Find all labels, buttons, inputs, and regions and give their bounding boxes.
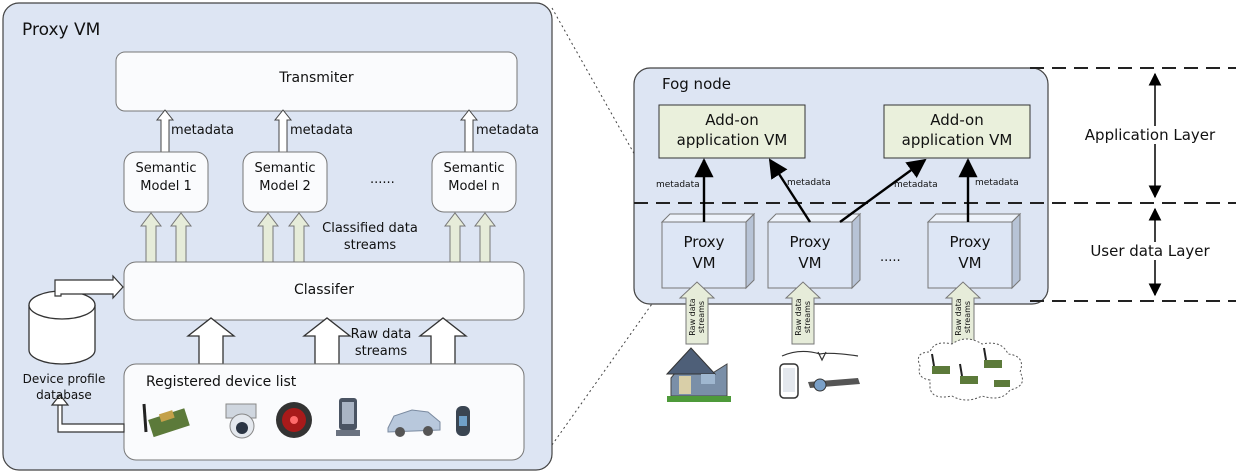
fog-raw-n-line1: Raw data — [954, 298, 963, 336]
metadata-label-2: metadata — [290, 123, 354, 138]
fog-raw-1-line2: streams — [697, 300, 706, 334]
addon-vm-box-2 — [883, 104, 1031, 159]
db-to-classifier-arrow — [54, 274, 124, 300]
robot-eye-icon — [276, 402, 312, 438]
sensor-board-icon — [142, 403, 190, 438]
semantic-model-n: Semantic Model n — [432, 160, 516, 196]
classified-line1: Classified data — [322, 221, 418, 236]
fog-raw-label-n: Raw data streams — [954, 287, 972, 347]
device-profile-db-label: Device profile database — [14, 371, 114, 403]
fog-node-title: Fog node — [662, 75, 731, 93]
addon-vm-2-line1: Add-on — [930, 111, 984, 129]
proxy-vm-cube-1 — [660, 212, 756, 290]
raw-line1: Raw data — [350, 327, 412, 342]
user-data-layer-label: User data Layer — [1074, 242, 1226, 260]
addon-vm-1-line2: application VM — [676, 131, 788, 149]
semantic-model-box-2 — [242, 151, 328, 213]
classified-line2: streams — [343, 238, 397, 253]
raw-stream-arrows — [186, 317, 468, 365]
classified-stream-arrows — [139, 212, 497, 263]
wristband-icon — [456, 406, 470, 436]
sensor-cloud-icon — [917, 338, 1023, 401]
fog-proxy-1-line1: Proxy — [683, 233, 725, 251]
addon-vm-box-1 — [658, 104, 806, 159]
addon-vm-2: Add-on application VM — [884, 110, 1030, 150]
database-cylinder — [28, 290, 96, 365]
layer-dashed-lines — [634, 67, 1236, 302]
semantic-model-box-1 — [123, 151, 209, 213]
semantic-model-2: Semantic Model 2 — [243, 160, 327, 196]
fog-proxy-2-line1: Proxy — [789, 233, 831, 251]
semantic-model-2-line2: Model 2 — [259, 179, 311, 194]
smart-glasses-icon — [779, 350, 860, 399]
db-line1: Device profile — [22, 372, 106, 386]
fog-metadata-label-4: metadata — [975, 178, 1019, 188]
application-layer-label: Application Layer — [1066, 126, 1234, 144]
fog-proxy-vm-n: Proxy VM — [928, 232, 1012, 274]
fog-proxy-n-line1: Proxy — [949, 233, 991, 251]
fog-raw-stream-arrows — [678, 281, 982, 345]
metadata-label-1: metadata — [171, 123, 235, 138]
fog-proxy-vm-1: Proxy VM — [662, 232, 746, 274]
raw-streams-label: Raw data streams — [346, 326, 416, 360]
semantic-model-1-line2: Model 1 — [140, 179, 192, 194]
registered-device-label: Registered device list — [146, 374, 297, 390]
smartphone-icon — [336, 398, 360, 436]
addon-vm-2-line2: application VM — [901, 131, 1013, 149]
fog-raw-2-line2: streams — [803, 300, 812, 334]
fog-metadata-label-1: metadata — [656, 180, 700, 190]
camera-icon — [225, 403, 257, 439]
transmitter-label: Transmiter — [279, 70, 354, 86]
proxy-vm-cube-n — [926, 212, 1022, 290]
zoom-line-bottom — [551, 269, 677, 446]
fog-metadata-label-3: metadata — [894, 180, 938, 190]
fog-proxy-2-line2: VM — [798, 254, 822, 272]
registered-device-box — [123, 363, 525, 461]
semantic-model-box-n — [431, 151, 517, 213]
fog-metadata-label-2: metadata — [787, 178, 831, 188]
classified-streams-label: Classified data streams — [310, 220, 430, 254]
fog-proxy-1-line2: VM — [692, 254, 716, 272]
proxy-vm-panel — [2, 2, 553, 471]
semantic-ellipsis: ...... — [370, 172, 395, 187]
proxy-vm-title: Proxy VM — [22, 20, 101, 40]
fog-metadata-arrows — [694, 158, 978, 223]
fog-raw-label-1: Raw data streams — [688, 287, 706, 347]
metadata-label-n: metadata — [476, 123, 540, 138]
transmitter-box — [115, 51, 518, 112]
addon-vm-1-line1: Add-on — [705, 111, 759, 129]
fog-raw-n-line2: streams — [963, 300, 972, 334]
house-icon — [665, 347, 731, 402]
db-line2: database — [36, 388, 92, 402]
proxy-vm-cube-2 — [766, 212, 862, 290]
addon-vm-1: Add-on application VM — [659, 110, 805, 150]
semantic-model-n-line1: Semantic — [443, 161, 505, 176]
fog-proxy-n-line2: VM — [958, 254, 982, 272]
fog-proxy-ellipsis: ..... — [880, 250, 901, 265]
raw-line2: streams — [354, 344, 408, 359]
semantic-model-2-line1: Semantic — [254, 161, 316, 176]
fog-proxy-vm-2: Proxy VM — [768, 232, 852, 274]
fog-raw-label-2: Raw data streams — [794, 287, 812, 347]
metadata-arrows — [155, 109, 479, 153]
fog-raw-1-line1: Raw data — [688, 298, 697, 336]
semantic-model-1: Semantic Model 1 — [124, 160, 208, 196]
car-icon — [387, 409, 441, 437]
fog-raw-2-line1: Raw data — [794, 298, 803, 336]
classifier-label: Classifer — [293, 282, 355, 298]
semantic-model-1-line1: Semantic — [135, 161, 197, 176]
semantic-model-n-line2: Model n — [448, 179, 500, 194]
